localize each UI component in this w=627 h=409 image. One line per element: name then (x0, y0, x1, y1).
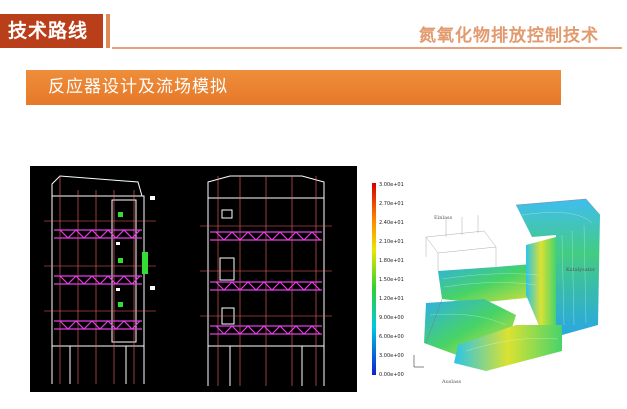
color-scale-bar (372, 183, 376, 375)
scale-label: 1.20e+01 (379, 296, 404, 302)
reactor-cad-drawing (30, 166, 357, 392)
scale-label: 9.00e+00 (379, 315, 404, 321)
title-accent-bar (106, 14, 110, 48)
scale-label: 3.00e+00 (379, 353, 404, 359)
scale-label: 3.00e+01 (379, 182, 404, 188)
scale-label: 6.00e+00 (379, 334, 404, 340)
axis-triad (413, 355, 424, 368)
scale-label: 0.00e+00 (379, 372, 404, 378)
inlet-wireframe (425, 215, 497, 271)
streamlines (424, 199, 600, 371)
scale-label: 2.70e+01 (379, 201, 404, 207)
page-subtitle: 氮氧化物排放控制技术 (419, 26, 599, 46)
flow-field-simulation: 3.00e+01 2.70e+01 2.40e+01 2.10e+01 1.80… (366, 175, 622, 393)
scale-label: 2.10e+01 (379, 239, 404, 245)
scale-label: 1.80e+01 (379, 258, 404, 264)
scale-label: 2.40e+01 (379, 220, 404, 226)
outlet-label: Auslass (441, 379, 462, 385)
inlet-label: Einlass (434, 215, 453, 221)
reactor-label: Katalysator (566, 267, 596, 273)
color-scale-labels: 3.00e+01 2.70e+01 2.40e+01 2.10e+01 1.80… (379, 182, 404, 378)
section-heading: 反应器设计及流场模拟 (26, 70, 561, 105)
page-title: 技术路线 (0, 14, 103, 48)
header-divider (112, 47, 622, 49)
scale-label: 1.50e+01 (379, 277, 404, 283)
